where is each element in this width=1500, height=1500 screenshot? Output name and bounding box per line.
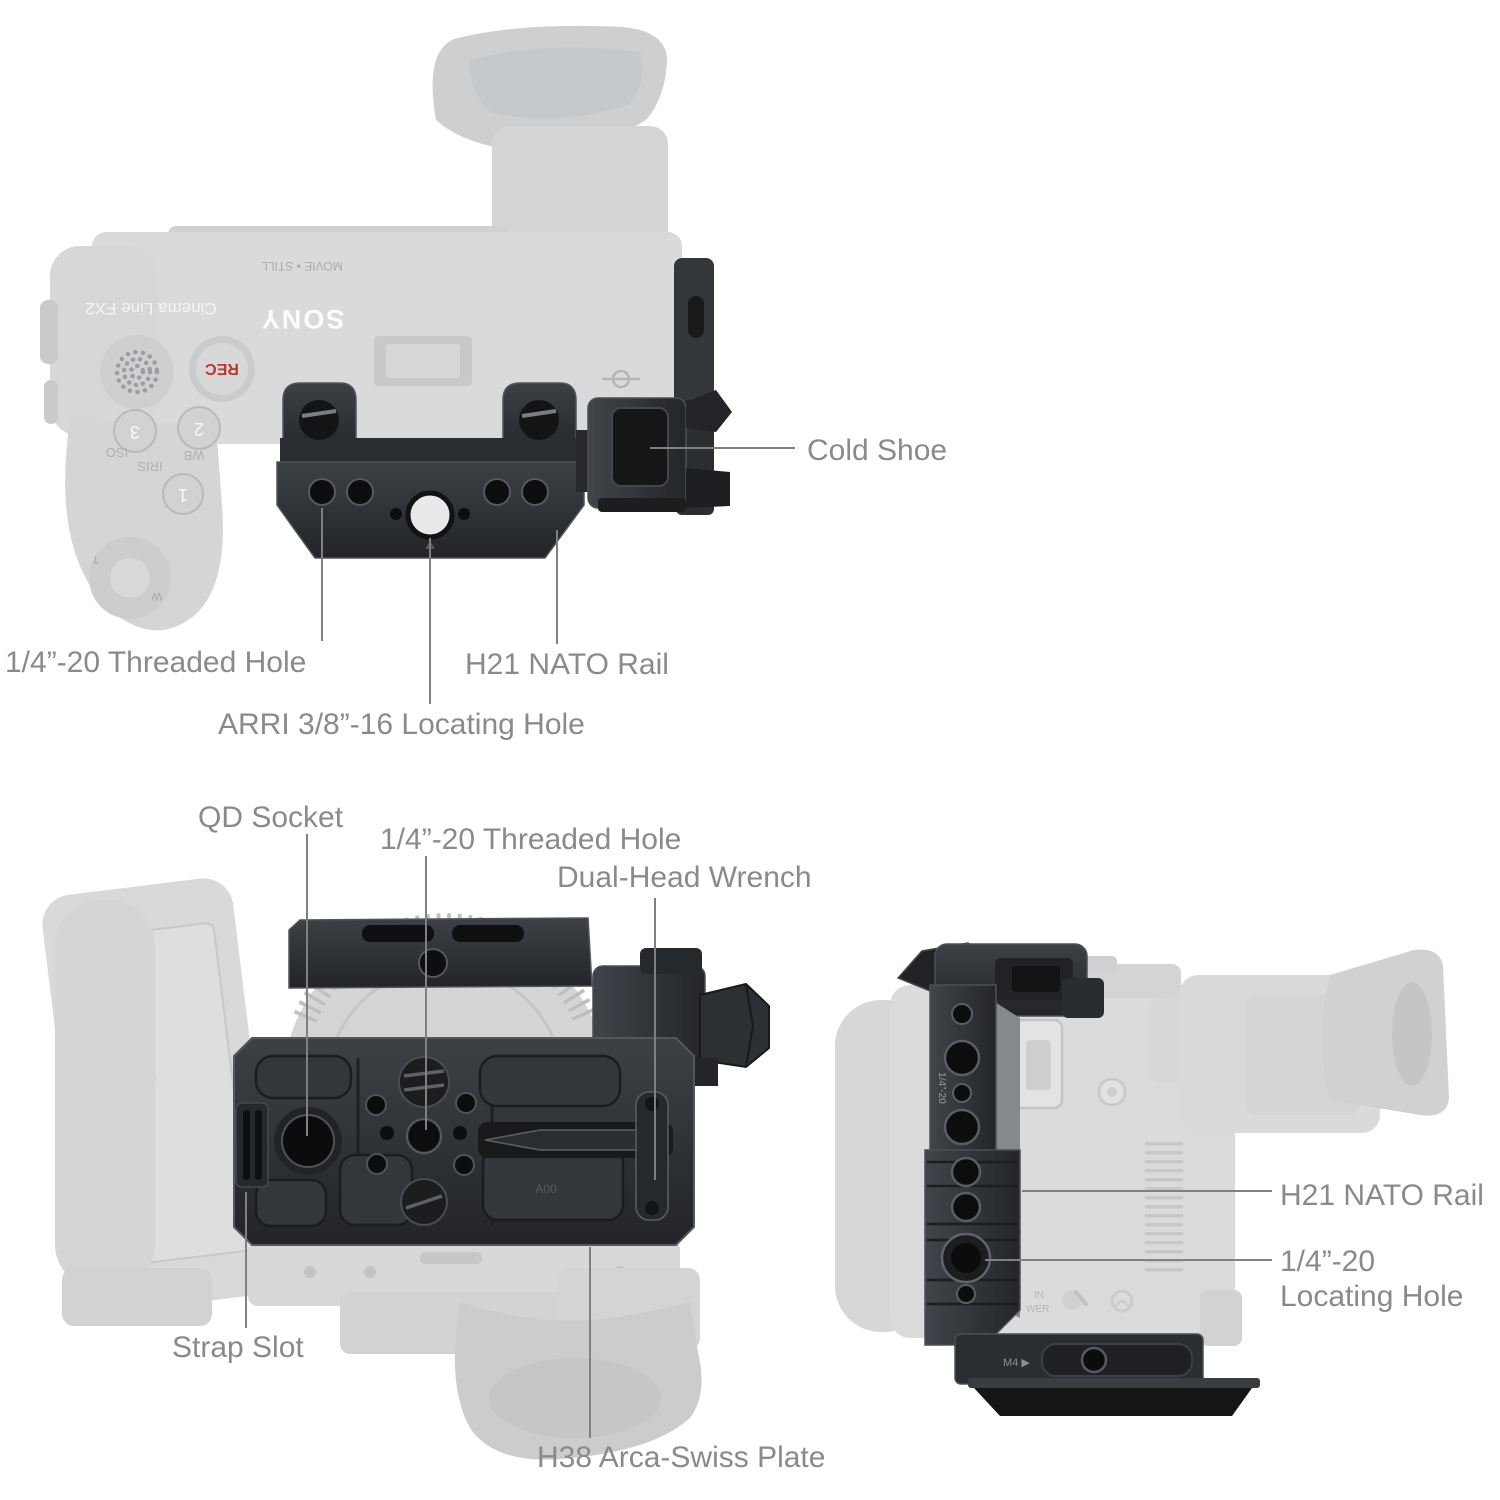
button-3-marking: 3 xyxy=(130,422,140,442)
thread-engraving: 1/4”-20 xyxy=(936,1072,947,1104)
callout-side-locating-line1: 1/4”-20 xyxy=(1280,1245,1376,1278)
m4-marking: M4 ▶ xyxy=(1003,1357,1030,1369)
callout-arri-locating-hole: ARRI 3/8”-16 Locating Hole xyxy=(218,708,585,741)
callout-cold-shoe: Cold Shoe xyxy=(807,434,948,467)
quarter20-threaded-hole xyxy=(405,1117,443,1155)
rec-marking: REC xyxy=(205,360,239,377)
callout-bottom-threaded-hole: 1/4”-20 Threaded Hole xyxy=(380,823,682,856)
rail-holes-upper xyxy=(943,1003,981,1146)
threaded-holes xyxy=(308,478,549,506)
arri-locating-hole xyxy=(405,490,455,540)
iso-marking: ISO xyxy=(106,445,128,460)
plate-screws xyxy=(299,400,559,440)
button-2-marking: 2 xyxy=(194,419,204,439)
callout-side-locating-hole: 1/4”-20 Locating Hole xyxy=(1280,1244,1463,1314)
center-holes xyxy=(365,1056,477,1226)
headphone-icon xyxy=(1110,1289,1134,1313)
side-view-leader-lines xyxy=(985,1190,1272,1261)
focal-plane-icon xyxy=(602,369,640,389)
cold-shoe-bar xyxy=(288,917,593,989)
model-marking: Cinema Line FX2 xyxy=(85,299,216,318)
tele-marking: T xyxy=(92,553,99,565)
iris-marking: IRIS xyxy=(137,459,163,474)
callout-arca-swiss-plate: H38 Arca-Swiss Plate xyxy=(537,1441,826,1474)
strap-slot xyxy=(235,1102,269,1188)
arca-swiss-plate: A00 xyxy=(233,1037,695,1246)
brand-marking: SONY xyxy=(260,304,345,334)
side-view: IN WER xyxy=(835,942,1449,1416)
callout-top-threaded-hole: 1/4”-20 Threaded Hole xyxy=(5,646,307,679)
callout-dual-head-wrench: Dual-Head Wrench xyxy=(557,861,812,894)
bottom-view: A00 xyxy=(42,834,770,1460)
port-icons: IN WER xyxy=(1026,1289,1134,1315)
callout-qd-socket: QD Socket xyxy=(198,801,344,834)
cold-shoe-mount xyxy=(576,390,732,512)
callout-side-nato-rail: H21 NATO Rail xyxy=(1280,1179,1484,1212)
wide-marking: W xyxy=(151,590,162,602)
port-label-fragment-1: IN xyxy=(1034,1290,1044,1301)
port-label-fragment-2: WER xyxy=(1026,1304,1049,1315)
speaker-grille xyxy=(100,335,174,409)
bottom-view-leader-lines xyxy=(245,834,656,1438)
button-1-marking: 1 xyxy=(178,485,188,505)
top-plate xyxy=(276,382,585,559)
side-plate: 1/4”-20 M4 xyxy=(896,942,1260,1416)
callout-strap-slot: Strap Slot xyxy=(172,1331,304,1364)
rail-holes-lower xyxy=(940,1156,992,1304)
callout-side-locating-line2: Locating Hole xyxy=(1280,1280,1464,1313)
callout-top-nato-rail: H21 NATO Rail xyxy=(465,648,669,681)
dual-head-wrench xyxy=(478,1091,673,1221)
base-plate: M4 ▶ xyxy=(954,1333,1260,1416)
top-view: T W MOVIE • STILL SONY Cinema Line FX2 R… xyxy=(40,25,795,704)
top-view-leader-lines xyxy=(321,447,795,704)
wb-marking: WB xyxy=(184,448,205,463)
mode-switch-marking: MOVIE • STILL xyxy=(261,259,343,273)
qd-socket xyxy=(274,1107,342,1175)
plate-code-marking: A00 xyxy=(535,1182,557,1196)
